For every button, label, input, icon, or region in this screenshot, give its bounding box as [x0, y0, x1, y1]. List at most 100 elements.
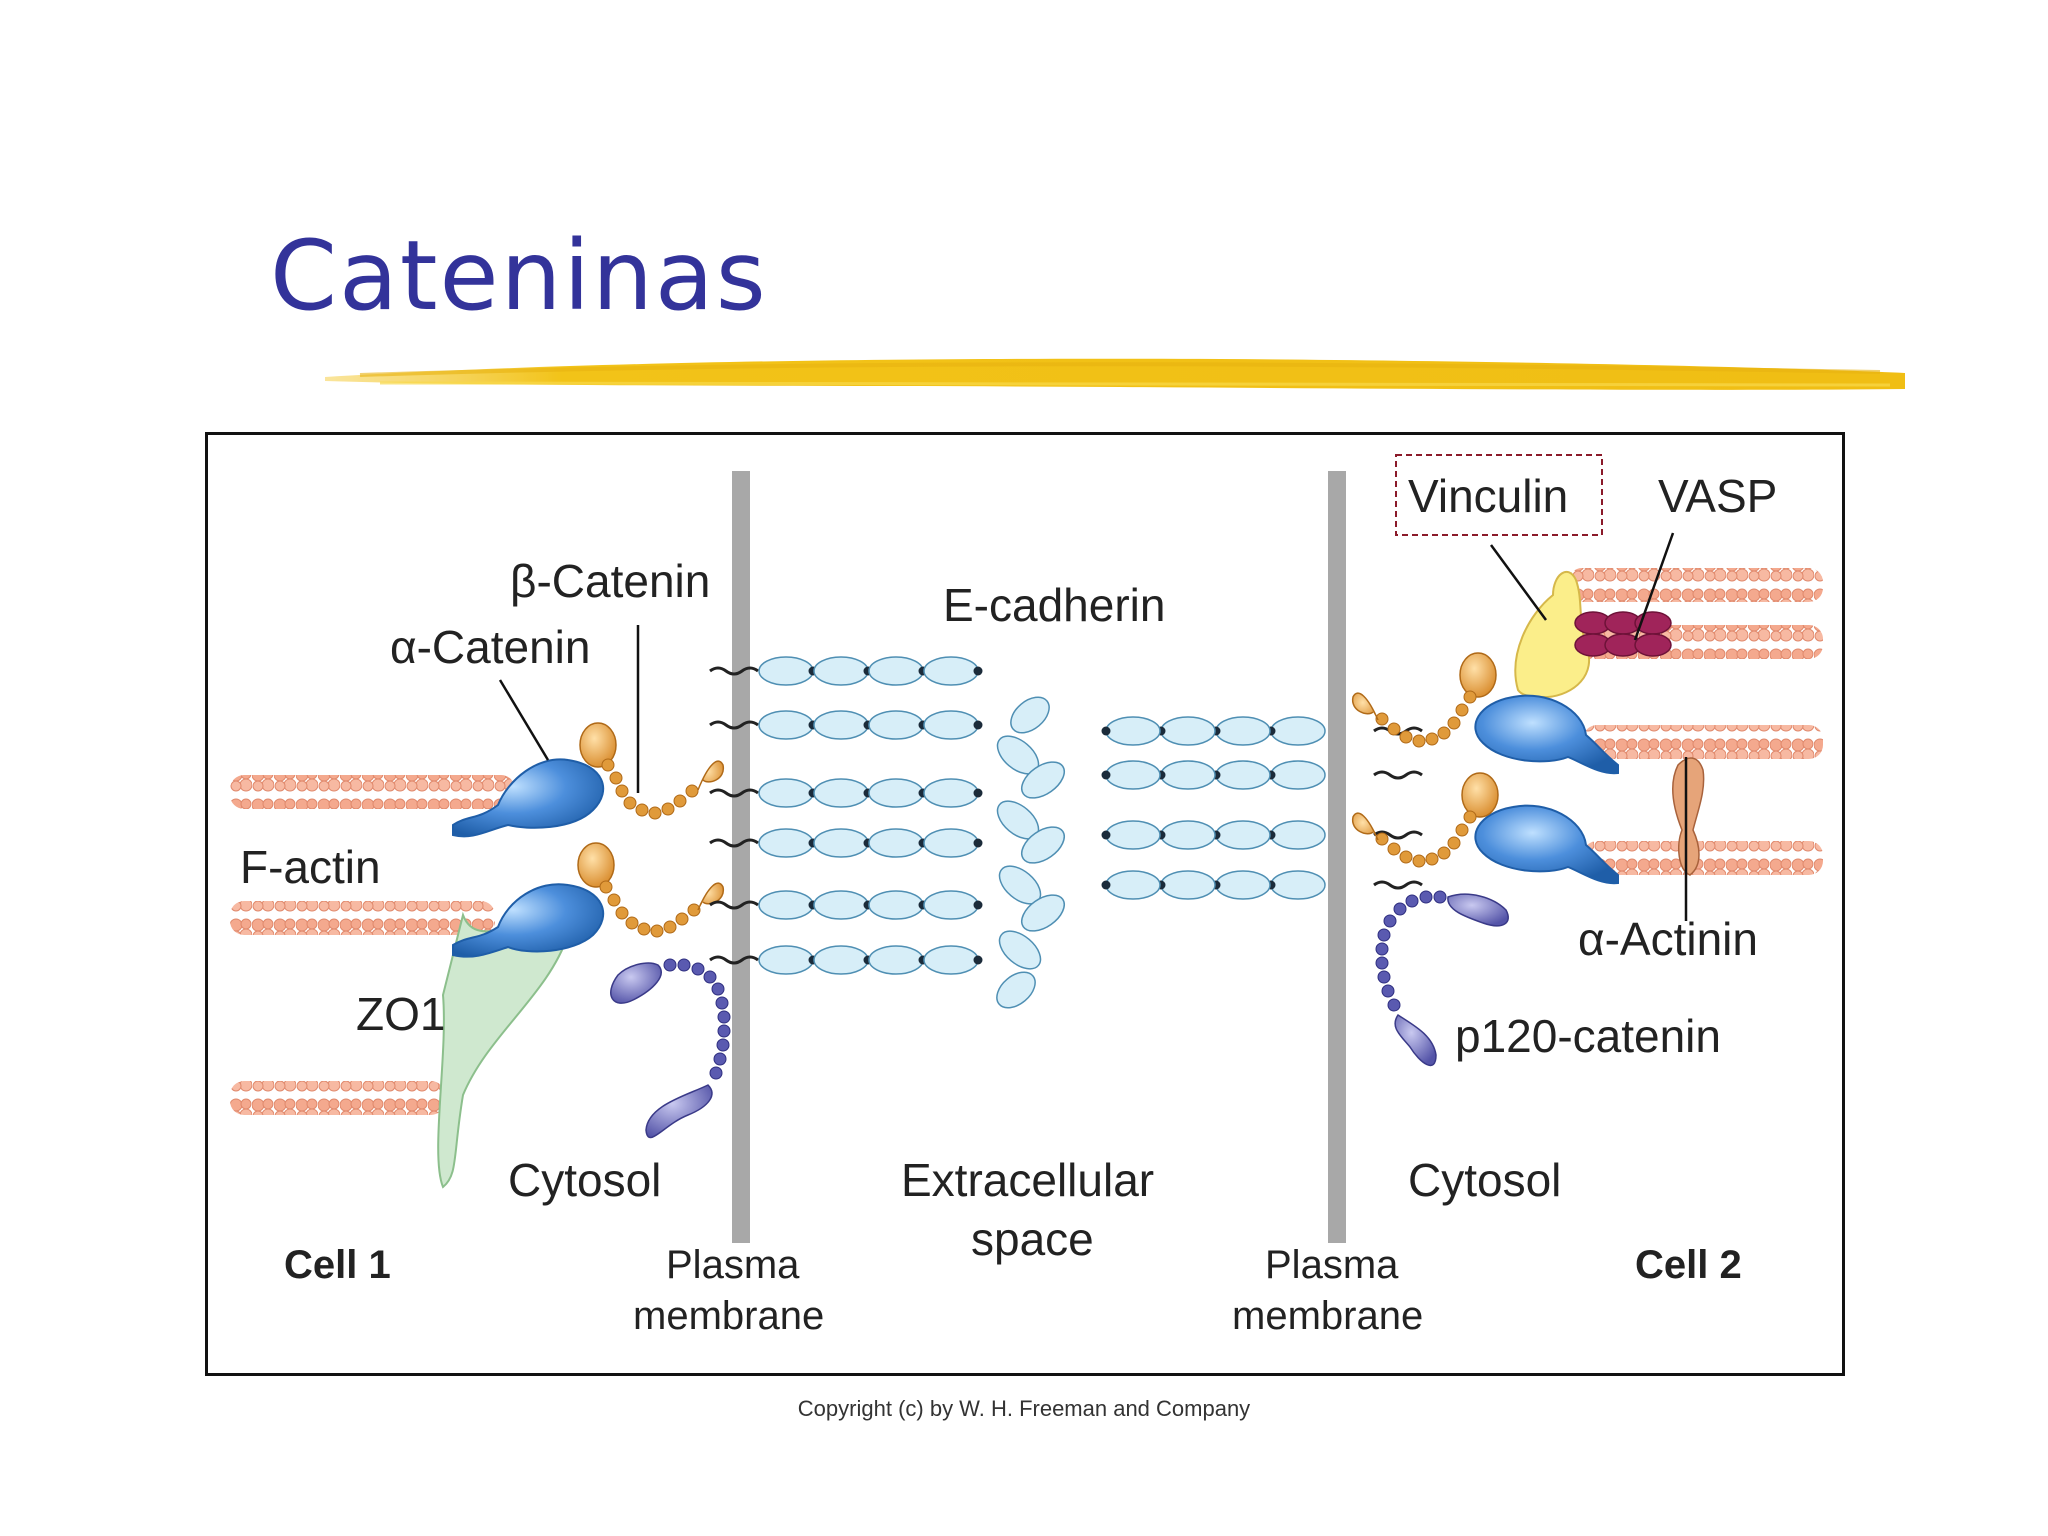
beta-catenin-head [1459, 652, 1497, 698]
e-cadherin-domain [868, 828, 924, 858]
e-cadherin-tail [709, 666, 759, 676]
e-cadherin-domain [868, 710, 924, 740]
e-cadherin-domain [868, 778, 924, 808]
e-cadherin-domain [1160, 716, 1216, 746]
e-cadherin-domain [813, 890, 869, 920]
p120-catenin-chain-right [1375, 890, 1447, 1012]
beta-catenin-chain-right-lower [1375, 810, 1477, 868]
plasma-membrane-left-label-line2: membrane [633, 1294, 824, 1338]
e-cadherin-domain [1215, 716, 1271, 746]
extracellular-label-line2: space [971, 1213, 1094, 1265]
copyright-notice: Copyright (c) by W. H. Freeman and Compa… [797, 1396, 1251, 1421]
beta-catenin-chain-right-upper [1375, 690, 1477, 748]
beta-catenin-head [1461, 772, 1499, 818]
calcium-ion [973, 900, 983, 910]
e-cadherin-domain [1160, 870, 1216, 900]
extracellular-label-line1: Extracellular [901, 1154, 1154, 1206]
beta-catenin-chain-left-upper [601, 758, 699, 820]
alpha-actinin-protein [1672, 757, 1705, 876]
vinculin-label: Vinculin [1408, 470, 1568, 522]
f-actin-filament [230, 775, 515, 809]
e-cadherin-domain [1105, 870, 1161, 900]
e-cadherin-domain [758, 710, 814, 740]
calcium-ion [973, 788, 983, 798]
e-cadherin-domain [923, 778, 979, 808]
e-cadherin-tail [1373, 880, 1423, 890]
f-actin-filament [230, 901, 495, 935]
e-cadherin-domain [1270, 820, 1326, 850]
e-cadherin-tail [709, 720, 759, 730]
e-cadherin-domain [1160, 760, 1216, 790]
beta-catenin-head [577, 842, 615, 888]
e-cadherin-domain [1105, 760, 1161, 790]
beta-catenin-arm [697, 882, 724, 911]
e-cadherin-domain [813, 828, 869, 858]
f-actin-filament [230, 1081, 445, 1115]
plasma-membrane-left [732, 471, 750, 1243]
p120-catenin-left-tail [645, 1084, 713, 1139]
e-cadherin-domain [868, 656, 924, 686]
beta-catenin-arm [697, 760, 724, 791]
e-cadherin-domain [1215, 870, 1271, 900]
vasp-protein [1574, 611, 1672, 657]
e-cadherin-domain [758, 945, 814, 975]
plasma-membrane-right-label-line1: Plasma [1265, 1243, 1399, 1287]
f-actin-filament [1583, 725, 1823, 759]
e-cadherin-domain [1270, 716, 1326, 746]
alpha-catenin-right-upper [1474, 694, 1619, 775]
e-cadherin-domain [1105, 820, 1161, 850]
e-cadherin-domain [923, 890, 979, 920]
e-cadherin-domain [813, 656, 869, 686]
e-cadherin-tail [709, 955, 759, 965]
e-cadherin-domain [758, 828, 814, 858]
vasp-label: VASP [1658, 470, 1777, 522]
e-cadherin-domain [1160, 820, 1216, 850]
e-cadherin-domain [923, 945, 979, 975]
e-cadherin-tail [1373, 830, 1423, 840]
calcium-ion [1101, 880, 1111, 890]
alpha-actinin-label: α-Actinin [1578, 913, 1758, 965]
plasma-membrane-left-label-line1: Plasma [666, 1243, 800, 1287]
p120-catenin-right-tail [1394, 1013, 1437, 1067]
vinculin-label-box [1395, 454, 1603, 536]
e-cadherin-domain [1215, 820, 1271, 850]
beta-catenin-head [579, 722, 617, 768]
calcium-ion [973, 838, 983, 848]
catenin-diagram: β-Catenin α-Catenin E-cadherin Vinculin … [205, 432, 1845, 1376]
e-cadherin-domain [758, 656, 814, 686]
e-cadherin-domain [758, 890, 814, 920]
e-cadherin-domain [923, 656, 979, 686]
e-cadherin-domain [1270, 870, 1326, 900]
alpha-catenin-left-lower [452, 883, 605, 958]
calcium-ion [973, 666, 983, 676]
e-cadherin-domain [1105, 716, 1161, 746]
plasma-membrane-right-label-line2: membrane [1232, 1294, 1423, 1338]
cell1-label: Cell 1 [284, 1243, 391, 1287]
calcium-ion [973, 720, 983, 730]
title-highlight-stroke [325, 358, 1905, 390]
calcium-ion [1101, 830, 1111, 840]
e-cadherin-right-rows [1101, 716, 1423, 900]
e-cadherin-junction [996, 696, 1065, 1009]
e-cadherin-domain [923, 828, 979, 858]
alpha-catenin-right-lower [1474, 804, 1619, 885]
cell2-label: Cell 2 [1635, 1243, 1742, 1287]
slide-title: Cateninas [270, 220, 768, 332]
alpha-catenin-left-upper [452, 758, 605, 838]
beta-catenin-arm [1352, 812, 1379, 841]
vinculin-protein [1514, 571, 1591, 699]
e-cadherin-left-rows [709, 656, 983, 975]
plasma-membrane-right [1328, 471, 1346, 1243]
calcium-ion [1101, 726, 1111, 736]
e-cadherin-tail [709, 788, 759, 798]
e-cadherin-domain [1270, 760, 1326, 790]
e-cadherin-domain [868, 945, 924, 975]
calcium-ion [1101, 770, 1111, 780]
p120-catenin-left-head [610, 962, 662, 1004]
e-cadherin-tail [709, 838, 759, 848]
beta-catenin-chain-left-lower [599, 880, 701, 938]
e-cadherin-domain [813, 778, 869, 808]
e-cadherin-tail [709, 900, 759, 910]
cytosol-right-label: Cytosol [1408, 1154, 1561, 1206]
e-cadherin-domain [813, 945, 869, 975]
